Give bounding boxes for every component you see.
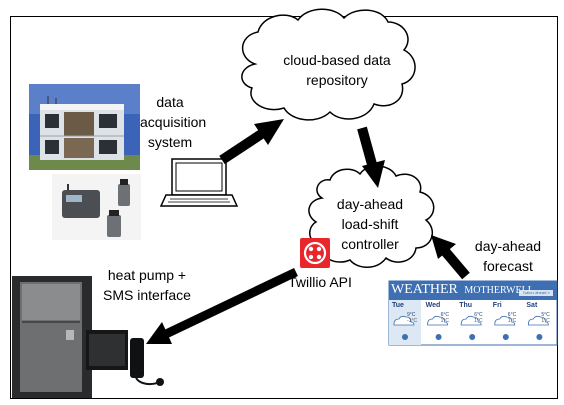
- cloud-repository-line-1: cloud-based data: [283, 52, 391, 68]
- weather-day-name: Sat: [526, 302, 538, 309]
- controller-line-2: load-shift: [341, 216, 399, 232]
- arrow-forecast-to-controller: [431, 235, 470, 280]
- weather-day-low: 1°C: [440, 318, 449, 324]
- weather-cloud-icon: [528, 315, 549, 326]
- twilio-logo-icon: [300, 238, 330, 268]
- heat-pump-photo: [12, 276, 164, 398]
- weather-title-text: WEATHER: [391, 282, 458, 297]
- cloud-repository-label: cloud-based data repository: [282, 50, 392, 90]
- weather-precip-icon: [502, 334, 509, 340]
- weather-cloud-icon: [427, 315, 449, 326]
- weather-day-low: 1°C: [507, 318, 517, 324]
- data-acquisition-label: data acquisition system: [140, 92, 207, 152]
- weather-widget-title: WEATHER MOTHERWELL: [391, 281, 534, 300]
- controller-label: day-ahead load-shift controller: [328, 194, 412, 254]
- weather-precip-icon: [435, 334, 442, 340]
- building-photo: [29, 84, 140, 170]
- weather-button-text: Twitter ahead »: [522, 290, 550, 295]
- data-acquisition-line-2: acquisition: [140, 114, 207, 130]
- sensor-devices-photo: [52, 174, 141, 240]
- weather-cloud-icon: [494, 315, 516, 326]
- arrow-twilio-to-heat-pump: [146, 267, 298, 344]
- data-acquisition-line-3: system: [147, 134, 193, 150]
- data-acquisition-line-1: data: [156, 94, 184, 110]
- weather-day-low: 1°C: [541, 318, 550, 324]
- weather-day-high: 5°C: [541, 312, 550, 318]
- forecast-line-1: day-ahead: [474, 238, 542, 254]
- weather-day-high: 6°C: [474, 312, 483, 318]
- weather-day-name: Wed: [425, 302, 441, 309]
- weather-precip-icon: [402, 334, 408, 340]
- controller-line-1: day-ahead: [336, 196, 404, 212]
- weather-day-name: Thu: [459, 302, 473, 309]
- weather-location-text: MOTHERWELL: [464, 285, 534, 296]
- arrow-cloud-to-controller: [357, 126, 385, 188]
- laptop-icon: [159, 158, 239, 207]
- weather-day-name: Tue: [392, 302, 404, 309]
- twilio-api-text: Twillio API: [288, 274, 352, 290]
- heat-pump-label: heat pump + SMS interface: [92, 265, 202, 305]
- weather-precip-icon: [536, 334, 543, 340]
- weather-day-high: 6°C: [507, 312, 517, 318]
- controller-line-3: controller: [341, 236, 399, 252]
- twilio-label: Twillio API: [282, 272, 358, 292]
- weather-cloud-icon: [393, 315, 415, 326]
- weather-day-name: Fri: [492, 302, 502, 309]
- forecast-line-2: forecast: [483, 258, 533, 274]
- weather-day-low: 1°C: [474, 318, 483, 324]
- weather-widget: [388, 280, 558, 346]
- weather-day-high: 9°C: [407, 312, 416, 318]
- cloud-repository-shape: [241, 8, 416, 121]
- weather-day-cards: [393, 315, 549, 340]
- weather-precip-icon: [469, 334, 476, 340]
- cloud-repository-line-2: repository: [306, 72, 368, 88]
- weather-widget-button[interactable]: Twitter ahead »: [519, 289, 553, 296]
- weather-cloud-icon: [460, 315, 482, 326]
- arrow-laptop-to-cloud: [219, 119, 284, 165]
- heat-pump-line-2: SMS interface: [103, 287, 191, 303]
- heat-pump-line-1: heat pump +: [107, 267, 187, 283]
- forecast-label: day-ahead forecast: [468, 236, 548, 276]
- weather-day-high: 6°C: [440, 312, 449, 318]
- weather-day-low: -1°C: [407, 318, 418, 324]
